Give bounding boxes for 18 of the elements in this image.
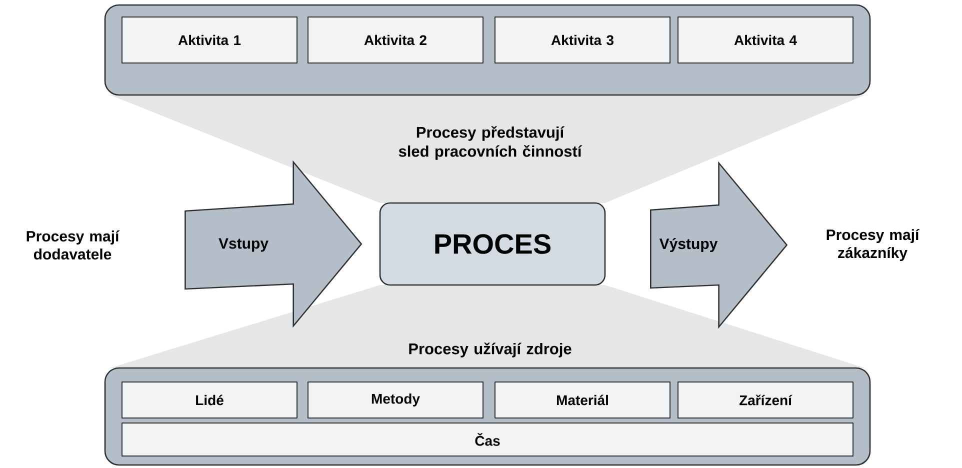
resource-box: Čas (122, 422, 854, 456)
edge-label: Vstupy (218, 238, 268, 252)
block-arrow (184, 160, 362, 328)
edge-label: Výstupy (659, 238, 718, 252)
activity-box: Aktivita 2 (308, 16, 484, 64)
resource-box: Lidé (122, 382, 298, 418)
resource-box: Materiál (494, 382, 670, 418)
caption-text: Procesy užívají zdroje (409, 342, 572, 358)
activity-box: Aktivita 1 (122, 16, 298, 64)
activity-box: Aktivita 3 (494, 16, 670, 64)
activity-box: Aktivita 4 (678, 16, 854, 64)
block-arrow (650, 161, 788, 329)
side-text: Procesy mají zákazníky (826, 228, 920, 262)
resource-box: Zařízení (678, 382, 854, 418)
caption-text: Procesy představují sled pracovních činností (398, 126, 582, 160)
process-box: PROCES (379, 202, 606, 286)
side-text: Procesy mají dodavatele (26, 230, 120, 260)
resource-box: Metody (308, 382, 484, 418)
